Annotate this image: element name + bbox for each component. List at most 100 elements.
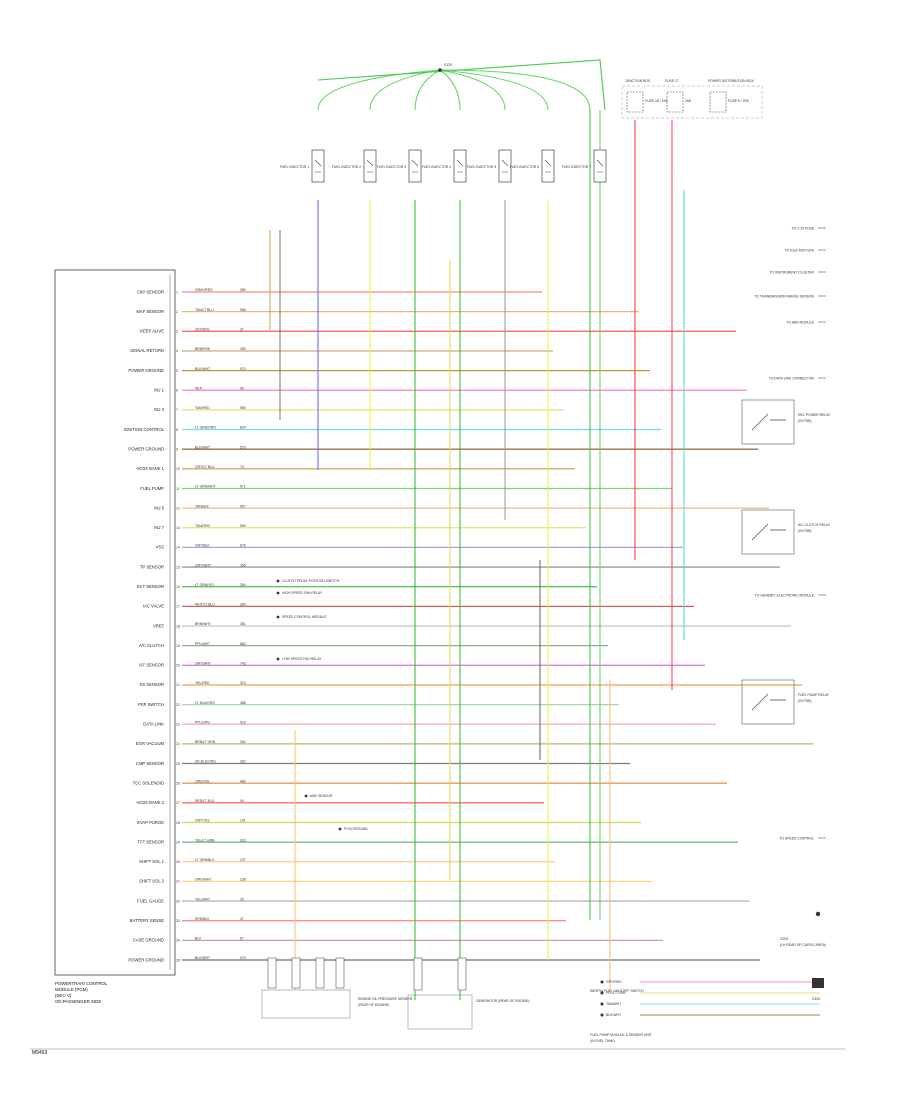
pcm-pin-label: FUEL PUMP <box>140 486 164 491</box>
pcm-pin-number: 19 <box>176 644 180 648</box>
pcm-pin-wire-color: WHT <box>195 386 203 390</box>
pcm-pin-label: IAC VALVE <box>143 604 164 609</box>
pcm-pin-number: 20 <box>176 664 180 668</box>
bottom-component-label: FUEL PUMP MODULE & SENDER UNIT <box>590 1033 652 1037</box>
pcm-pin-circuit: 95 <box>240 386 244 390</box>
pcm-pin-label: MAF SENSOR <box>136 309 164 314</box>
injector-coil-icon <box>314 159 322 173</box>
pcm-pin-wire-color: BLK/WHT <box>195 367 210 371</box>
right-callout-label: TO IDLE MIXTURE <box>785 249 815 253</box>
pcm-pin-number: 16 <box>176 585 180 589</box>
pcm-pin-wire-color: DK BLU/ORG <box>195 760 216 764</box>
pcm-pin-label: TCC SOLENOID <box>133 780 164 785</box>
pcm-pin-wire-color: LT BLU/ORG <box>195 701 215 705</box>
bottom-component-sub: (REAR OF ENGINE) <box>358 1003 389 1007</box>
pcm-pin-label: EVAP PURGE <box>137 820 164 825</box>
fuse-icon <box>666 91 684 113</box>
injector-body <box>453 149 467 183</box>
sensor-connector <box>291 957 301 989</box>
right-callout-label: TO GENERIC ELECTRONIC MODULE <box>755 594 815 598</box>
bottom-component-sub: (IN FUEL TANK) <box>590 1039 615 1043</box>
pcm-pin-label: A/C CLUTCH <box>139 643 164 648</box>
injector-label: FUEL INJECTOR 6 <box>510 165 539 169</box>
right-callout-label: TO TRANSMISSION RANGE SENSOR <box>754 295 814 299</box>
pcm-pin-wire-color: TAN/RED <box>195 406 210 410</box>
pcm-pin-number: 31 <box>176 880 180 884</box>
bottom-component-label: INERTIA FUEL SHUTOFF SWITCH <box>590 989 644 993</box>
relay-label: FUEL PUMP RELAY <box>798 693 830 697</box>
pcm-pin-wire-color: LT GRN/ORG <box>195 426 216 430</box>
ground-dot <box>815 911 821 917</box>
bottom-component-label: G203 <box>780 937 788 941</box>
pcm-pin-number: 13 <box>176 526 180 530</box>
pcm-pin-circuit: 480 <box>240 779 246 783</box>
pcm-pin-label: POWER GROUND <box>128 957 164 962</box>
splice-dot <box>438 68 442 72</box>
pcm-pin-circuit: 557 <box>240 504 246 508</box>
pcm-pin-label: BATTERY SENSE <box>130 918 164 923</box>
pcm-pin-circuit: 354 <box>240 583 246 587</box>
pcm-pin-label: PSP SWITCH <box>138 702 164 707</box>
injector-coil-icon <box>544 159 552 173</box>
pcm-pin-number: 28 <box>176 821 180 825</box>
injector-body <box>498 149 512 183</box>
pcm-pin-wire-color: BLK/WHT <box>195 956 210 960</box>
relay-box <box>741 509 795 555</box>
fuel-pump-pin <box>600 991 604 995</box>
pcm-pin-label: DATA LINK <box>143 722 164 727</box>
pcm-pin-number: 6 <box>176 389 178 393</box>
pcm-pin-wire-color: GRY/YEL <box>195 819 210 823</box>
pcm-pin-circuit: 355 <box>240 563 246 567</box>
pcm-pin-number: 29 <box>176 840 180 844</box>
pcm-pin-circuit: 971 <box>240 485 246 489</box>
pcm-pin-circuit: 570 <box>240 445 246 449</box>
pcm-pin-number: 32 <box>176 899 180 903</box>
pcm-pin-label: ECT SENSOR <box>137 584 164 589</box>
fuse-rating: FUSE 18 / 15A <box>645 99 668 103</box>
pcm-pin-wire-color: TAN/LT BLU <box>195 308 214 312</box>
connector-dot <box>276 657 280 661</box>
pcm-pin-wire-color: GRY/WHT <box>195 661 211 665</box>
generator-connector <box>413 957 423 991</box>
fuse-box-label: POWER DISTRIBUTION BOX <box>708 79 755 83</box>
pcm-pin-circuit: 968 <box>240 308 246 312</box>
injector-coil-icon <box>501 159 509 173</box>
pcm-pin-number: 12 <box>176 506 180 510</box>
splice-label: S125 <box>444 63 452 67</box>
relay-sub-label: (IN PDB) <box>798 419 812 423</box>
pcm-pin-wire-color: RED/BLK <box>195 917 210 921</box>
pcm-pin-wire-color: PPL/WHT <box>195 642 210 646</box>
injector-label: FUEL INJECTOR 3 <box>377 165 406 169</box>
injector-body <box>593 149 607 183</box>
pcm-pin-number: 15 <box>176 565 180 569</box>
pcm-outline <box>54 269 176 976</box>
pcm-pin-circuit: 29 <box>240 897 244 901</box>
fuse-box-label: JUNCTION BOX <box>625 79 651 83</box>
generator-housing <box>407 994 473 1030</box>
mid-component-label: CLUTCH PEDAL POSITION SWITCH <box>282 579 340 583</box>
pcm-pin-wire-color: GRY/LT BLU <box>195 465 215 469</box>
right-callout-label: TO ABS MODULE <box>786 321 814 325</box>
injector-coil-icon <box>366 159 374 173</box>
pcm-pin-circuit: 74 <box>240 465 244 469</box>
pcm-pin-circuit: 559 <box>240 524 246 528</box>
injector-coil-icon <box>456 159 464 173</box>
relay-switch-icon <box>751 413 786 431</box>
pcm-pin-label: SIGNAL RETURN <box>130 348 164 353</box>
bottom-component-sub: (LH REAR OF CARGO AREA) <box>780 943 826 947</box>
right-callout-label: TO 2-25 FUSE <box>792 227 815 231</box>
pcm-pin-circuit: 359 <box>240 347 246 351</box>
pcm-pin-wire-color: YEL/RED <box>195 681 210 685</box>
pcm-pin-wire-color: TAN/BLK <box>195 504 210 508</box>
relay-switch-icon <box>751 523 786 541</box>
pcm-pin-label: CKP SENSOR <box>137 289 164 294</box>
pcm-pin-number: 30 <box>176 860 180 864</box>
pcm-pin-label: KS SENSOR <box>140 682 164 687</box>
pcm-pin-circuit: 101 <box>240 819 246 823</box>
fuse-box-outline <box>621 85 763 119</box>
pcm-pin-circuit: 392 <box>240 760 246 764</box>
sensor-connector <box>267 957 277 989</box>
pcm-pin-number: 21 <box>176 683 180 687</box>
